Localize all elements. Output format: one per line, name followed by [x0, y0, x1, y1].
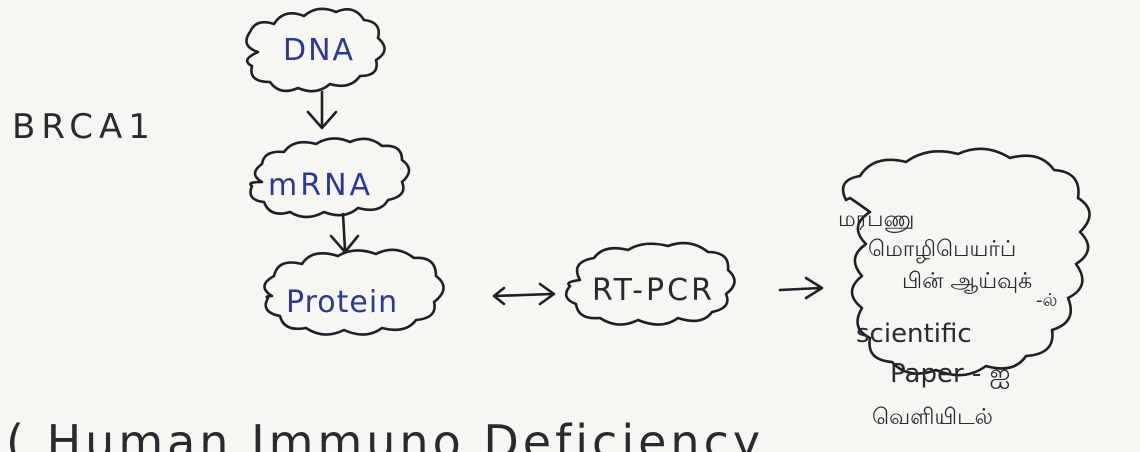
footer-text: ( Human Immuno Deficiency	[6, 415, 764, 452]
node-label-rtpcr: RT-PCR	[592, 273, 715, 308]
cloud-shape-mrna	[249, 137, 411, 219]
note-line-7: வெளியிடல்	[872, 405, 993, 430]
note-line-4: -ல்	[1036, 290, 1057, 311]
cloud-shape-note	[841, 147, 1091, 377]
node-note: மரபணு மொழிபெயர்ப் பின் ஆய்வுக் -ல் scien…	[838, 147, 1091, 430]
note-line-2: மொழிபெயர்ப்	[868, 237, 1016, 263]
node-mrna: mRNA	[249, 137, 411, 219]
node-rtpcr: RT-PCR	[564, 241, 736, 326]
note-line-5: scientific	[856, 319, 972, 349]
node-label-dna: DNA	[283, 33, 355, 68]
note-line-6: Paper - ஐ	[890, 359, 1010, 389]
node-label-mrna: mRNA	[268, 168, 373, 203]
arrow-mrna-to-protein	[329, 212, 360, 254]
cloud-shape-protein	[263, 248, 445, 336]
cloud-shape-dna	[245, 7, 386, 93]
node-label-protein: Protein	[286, 285, 398, 320]
note-line-3: பின் ஆய்வுக்	[902, 269, 1032, 294]
cloud-shape-rtpcr	[564, 241, 736, 326]
arrow-dna-to-mrna	[306, 90, 338, 130]
arrow-rtpcr-to-note	[778, 276, 824, 300]
arrow-protein-to-rtpcr	[492, 282, 556, 306]
note-line-1: மரபணு	[838, 207, 914, 233]
side-label-brca1: BRCA1	[12, 107, 156, 147]
node-dna: DNA	[245, 7, 386, 93]
node-protein: Protein	[263, 248, 445, 336]
